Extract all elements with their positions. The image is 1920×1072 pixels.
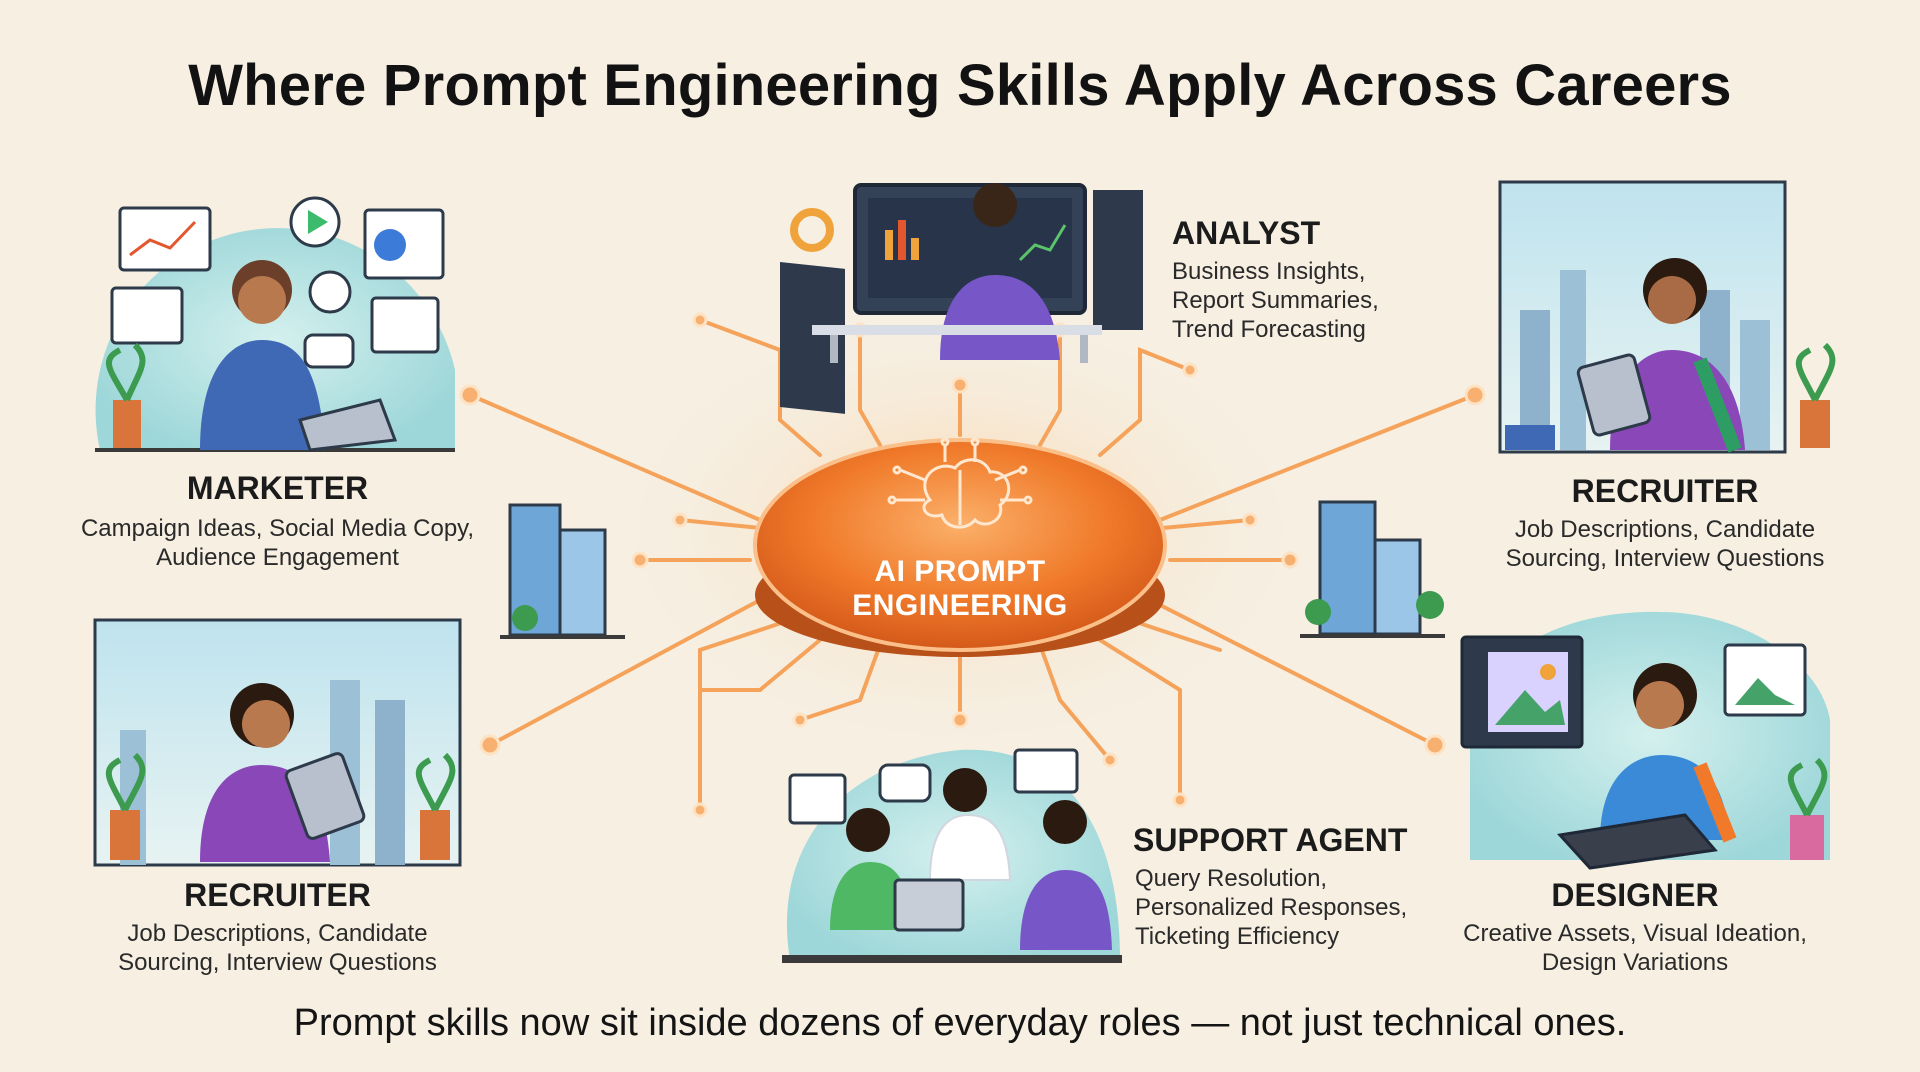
analyst-desc-line: Trend Forecasting	[1172, 316, 1366, 343]
hub-label: AI PROMPT ENGINEERING	[760, 555, 1160, 623]
drawing-tablet-icon	[1557, 813, 1718, 870]
image-card-icon	[370, 296, 440, 354]
support-agent-desc-line: Query Resolution,	[1135, 865, 1328, 892]
marketer-illustration	[95, 196, 455, 452]
chat-bubble-icon	[878, 763, 932, 803]
chat-bubble-icon	[303, 333, 355, 369]
hub-label-line1: AI PROMPT	[874, 555, 1046, 588]
recruiter-right-desc: Job Descriptions, Candidate Sourcing, In…	[1465, 515, 1865, 573]
analyst-head	[973, 183, 1017, 227]
designer-title: DESIGNER	[1551, 877, 1719, 913]
designer-desc-line: Design Variations	[1541, 949, 1729, 976]
recruiter-right-title: RECRUITER	[1571, 473, 1759, 509]
monitor-icon	[893, 878, 965, 932]
hub-label-line2: ENGINEERING	[852, 589, 1068, 622]
marketer-desc-line: Campaign Ideas, Social Media Copy,	[80, 515, 475, 542]
analyst-desc: Business Insights, Report Summaries, Tre…	[1172, 257, 1379, 344]
analyst-desc-line: Report Summaries,	[1172, 287, 1379, 314]
building-left-icon	[500, 503, 625, 639]
recruiter-left-title: RECRUITER	[184, 877, 371, 913]
tablet-icon	[1576, 353, 1652, 437]
recruiter-left-desc: Job Descriptions, Candidate Sourcing, In…	[80, 919, 475, 977]
support-agent-desc: Query Resolution, Personalized Responses…	[1135, 864, 1407, 951]
bar-chart-card-icon	[110, 286, 184, 345]
recruiter-right-illustration	[1498, 180, 1836, 454]
support-illustration	[782, 748, 1122, 963]
recruiter-left-desc-line: Sourcing, Interview Questions	[118, 949, 437, 976]
analyst-title: ANALYST	[1172, 215, 1321, 251]
support-agent-desc-line: Personalized Responses,	[1135, 894, 1408, 921]
support-agent-title: SUPPORT AGENT	[1133, 822, 1408, 858]
marketer-title: MARKETER	[186, 470, 369, 506]
tablet-icon	[284, 752, 366, 840]
page-caption: Prompt skills now sit inside dozens of e…	[293, 1002, 1627, 1044]
gear-icon	[308, 270, 352, 314]
support-agent-desc-line: Ticketing Efficiency	[1135, 923, 1340, 950]
designer-illustration	[1460, 611, 1830, 870]
recruiter-right-desc-line: Job Descriptions, Candidate	[1514, 516, 1816, 543]
recruiter-left-illustration	[93, 618, 462, 867]
designer-desc-line: Creative Assets, Visual Ideation,	[1463, 920, 1807, 947]
gear-card-icon	[1013, 748, 1079, 794]
page-title: Where Prompt Engineering Skills Apply Ac…	[188, 53, 1732, 118]
recruiter-right-desc-line: Sourcing, Interview Questions	[1505, 545, 1825, 572]
ai-hub	[753, 437, 1167, 657]
chart-card-icon	[118, 206, 212, 272]
building-right-icon	[1300, 500, 1445, 638]
document-card-icon	[788, 773, 847, 825]
analyst-illustration	[780, 183, 1143, 414]
analyst-desc-line: Business Insights,	[1172, 258, 1366, 285]
brain-circuit-icon	[887, 437, 1033, 529]
recruiter-left-desc-line: Job Descriptions, Candidate	[127, 920, 428, 947]
laptop-icon	[298, 398, 398, 452]
designer-desc: Creative Assets, Visual Ideation, Design…	[1435, 919, 1835, 977]
marketer-desc-line: Audience Engagement	[156, 544, 399, 571]
marketer-desc: Campaign Ideas, Social Media Copy, Audie…	[60, 514, 495, 572]
